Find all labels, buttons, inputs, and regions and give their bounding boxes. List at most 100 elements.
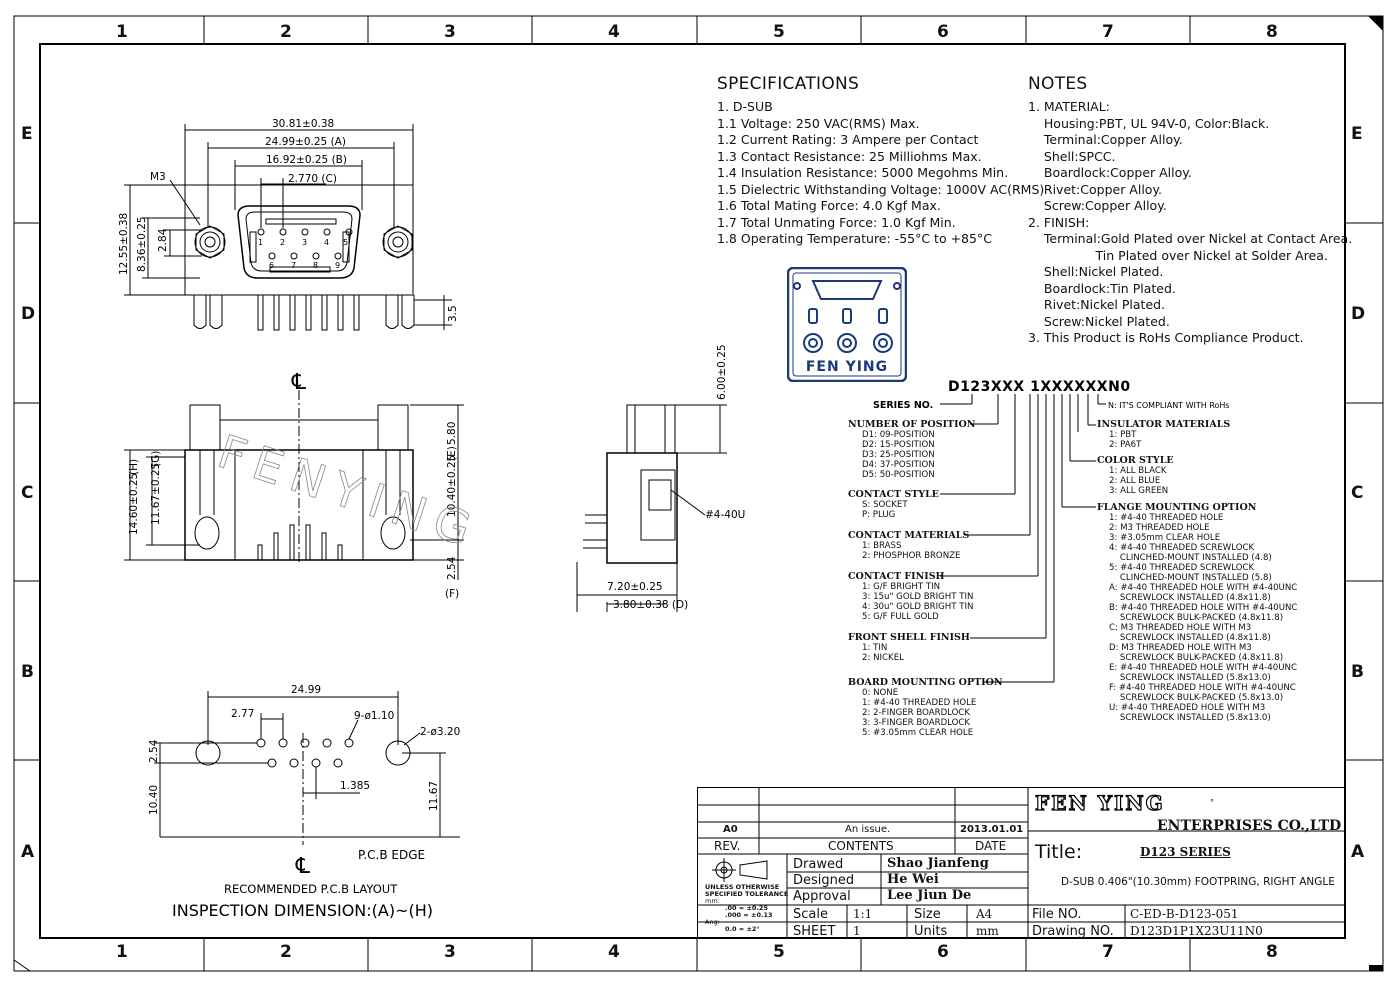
zone-col-1-bottom: 1 — [116, 942, 128, 962]
group-item: SCREWLOCK INSTALLED (5.8x13.0) — [1109, 673, 1271, 683]
group-item: D1: 09-POSITION — [862, 430, 935, 440]
zone-col-8-bottom: 8 — [1266, 942, 1278, 962]
group-item: A: #4-40 THREADED HOLE WITH #4-40UNC — [1109, 583, 1298, 593]
option-group-insulator: INSULATOR MATERIALS 1: PBT 2: PA6T — [1097, 419, 1230, 450]
zone-col-7-top: 7 — [1102, 22, 1114, 42]
dim-profile-width: 7.20±0.25 — [607, 581, 663, 593]
group-item: SCREWLOCK BULK-PACKED (5.8x13.0) — [1109, 693, 1284, 703]
group-item: SCREWLOCK BULK-PACKED (4.8x11.8) — [1109, 613, 1284, 623]
zone-col-8-top: 8 — [1266, 22, 1278, 42]
series-no-label: SERIES NO. — [873, 400, 933, 411]
group-item: 4: #4-40 THREADED SCREWLOCK — [1109, 543, 1255, 553]
note-line: Boardlock:Copper Alloy. — [1028, 165, 1192, 180]
group-item: 2: 2-FINGER BOARDLOCK — [862, 708, 971, 718]
pin-label-7: 7 — [291, 261, 296, 270]
pin-label-8: 8 — [313, 261, 318, 270]
group-item: F: #4-40 THREADED HOLE WITH #4-40UNC — [1109, 683, 1296, 693]
group-item: SCREWLOCK INSTALLED (4.8x11.8) — [1109, 633, 1271, 643]
group-title: CONTACT MATERIALS — [848, 530, 970, 541]
group-item: 3: 15u" GOLD BRIGHT TIN — [862, 592, 974, 602]
group-item: D2: 15-POSITION — [862, 440, 935, 450]
dim-pcb-half-pitch: 1.385 — [340, 780, 370, 792]
option-group-positions: NUMBER OF POSITION D1: 09-POSITION D2: 1… — [848, 419, 975, 480]
group-item: D5: 50-POSITION — [862, 470, 935, 480]
dim-front-pin-length: 3.5 — [447, 305, 459, 322]
pin-label-1: 1 — [258, 238, 263, 247]
note-line: Rivet:Nickel Plated. — [1028, 297, 1166, 312]
dim-pcb-flange-height: 11.67 — [428, 781, 440, 811]
sheet-label: SHEET — [793, 924, 836, 939]
rev-date: 2013.01.01 — [960, 824, 1024, 835]
group-item: 3: #3.05mm CLEAR HOLE — [1109, 533, 1221, 543]
group-item: 1: G/F BRIGHT TIN — [862, 582, 941, 592]
group-title: NUMBER OF POSITION — [848, 419, 976, 430]
group-item: S: SOCKET — [862, 500, 908, 510]
zone-col-2-bottom: 2 — [280, 942, 292, 962]
group-item: 1: #4-40 THREADED HOLE — [1109, 513, 1224, 523]
note-line: 2. FINISH: — [1028, 214, 1090, 230]
dim-side-e-label: (E) — [446, 446, 458, 461]
group-title: CONTACT STYLE — [848, 489, 940, 500]
drawing-description: D-SUB 0.406"(10.30mm) FOOTPRING, RIGHT A… — [1061, 876, 1335, 888]
zone-row-c-right: C — [1351, 483, 1364, 503]
pin-label-4: 4 — [324, 238, 329, 247]
option-group-board-mounting: BOARD MOUNTING OPTION 0: NONE 1: #4-40 T… — [848, 677, 1003, 738]
group-item: C: M3 THREADED HOLE WITH M3 — [1109, 623, 1252, 633]
tolerance-ang-label: Ang: — [705, 918, 720, 926]
pin-label-5: 5 — [343, 238, 348, 247]
note-line: Screw:Copper Alloy. — [1028, 198, 1167, 213]
group-item: SCREWLOCK INSTALLED (4.8x11.8) — [1109, 593, 1271, 603]
group-item: B: #4-40 THREADED HOLE WITH #4-40UNC — [1109, 603, 1298, 613]
title-block-grid — [697, 787, 1345, 938]
spec-line: 1.7 Total Unmating Force: 1.0 Kgf Min. — [717, 214, 956, 230]
zone-row-b-right: B — [1351, 662, 1364, 682]
file-no-value: C-ED-B-D123-051 — [1130, 907, 1239, 921]
spec-line: 1.6 Total Mating Force: 4.0 Kgf Max. — [717, 198, 941, 213]
specifications-heading: SPECIFICATIONS — [717, 74, 860, 94]
dim-pcb-row: 2.54 — [148, 739, 160, 763]
dim-front-row-pitch: 2.84 — [157, 228, 169, 252]
group-title: CONTACT FINISH — [848, 571, 945, 582]
note-line: 3. This Product is RoHs Compliance Produ… — [1028, 330, 1304, 345]
tolerance-3: 0.0 = ±2° — [725, 925, 760, 933]
sheet-value: 1 — [853, 924, 861, 938]
dim-side-h-label: (H) — [128, 459, 140, 475]
option-group-contact-finish: CONTACT FINISH 1: G/F BRIGHT TIN 3: 15u"… — [848, 571, 973, 622]
group-title: BOARD MOUNTING OPTION — [848, 677, 1003, 688]
side-view: ℄ 14.60±0.25 (H) 11.67±0.25 (G) 5.80 10.… — [124, 370, 470, 600]
spec-line: 1.5 Dielectric Withstanding Voltage: 100… — [717, 181, 1045, 197]
group-title: INSULATOR MATERIALS — [1097, 419, 1231, 430]
dim-side-g: 11.67±0.25 — [150, 463, 162, 525]
note-line: Tin Plated over Nickel at Solder Area. — [1028, 247, 1328, 263]
pin-label-6: 6 — [269, 261, 274, 270]
group-item: 0: NONE — [862, 688, 899, 698]
note-line: Screw:Nickel Plated. — [1028, 313, 1170, 329]
dim-front-shell-height: 8.36±0.25 — [136, 216, 148, 272]
note-line: Housing:PBT, UL 94V-0, Color:Black. — [1028, 115, 1270, 131]
size-value: A4 — [976, 907, 993, 921]
zone-row-d-right: D — [1351, 304, 1366, 324]
dim-side-e: 10.40±0.25 — [446, 455, 458, 517]
option-group-contact-style: CONTACT STYLE S: SOCKET P: PLUG — [848, 489, 939, 520]
drawing-no-label: Drawing NO. — [1032, 924, 1114, 939]
title-block-logo: FEN YING — [1034, 790, 1165, 815]
watermark-text: FENYING — [212, 424, 470, 559]
rev-label: REV. — [714, 839, 741, 853]
note-line: 1. MATERIAL: — [1028, 99, 1110, 114]
pcb-edge-label: P.C.B EDGE — [358, 848, 425, 862]
drawing-no-value: D123D1P1X23U11N0 — [1130, 924, 1263, 938]
group-item: 5: G/F FULL GOLD — [862, 612, 939, 622]
group-item: 1: PBT — [1109, 430, 1137, 440]
units-value: mm — [976, 924, 999, 938]
tolerance-mm-label: mm: — [705, 897, 720, 905]
specifications-list: 1. D-SUB 1.1 Voltage: 250 VAC(RMS) Max. … — [717, 99, 1044, 248]
group-item: 1: TIN — [862, 643, 888, 653]
zone-col-4-bottom: 4 — [608, 942, 620, 962]
spec-line: 1. D-SUB — [717, 99, 773, 114]
notes-list: 1. MATERIAL: Housing:PBT, UL 94V-0, Colo… — [1028, 99, 1352, 347]
dim-front-height: 12.55±0.38 — [118, 213, 130, 275]
zone-col-1-top: 1 — [116, 22, 128, 42]
zone-col-4-top: 4 — [608, 22, 620, 42]
front-view: 30.81±0.38 24.99±0.25 (A) 16.92±0.25 (B)… — [118, 118, 459, 331]
